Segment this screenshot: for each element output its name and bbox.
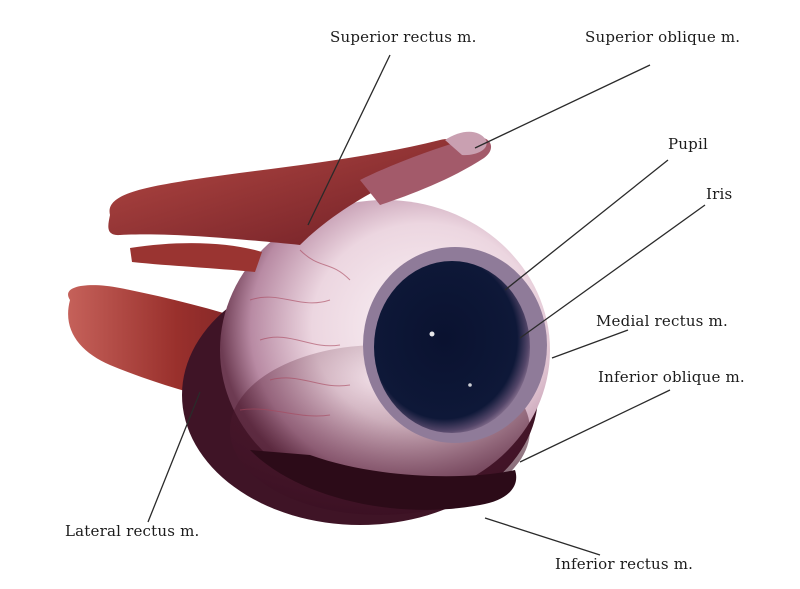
pupil-highlight (430, 332, 435, 337)
label-superior-oblique: Superior oblique m. (585, 28, 740, 46)
label-superior-rectus: Superior rectus m. (330, 28, 477, 46)
label-lateral-rectus: Lateral rectus m. (65, 522, 199, 540)
pupil-highlight-2 (468, 383, 472, 387)
label-medial-rectus: Medial rectus m. (596, 312, 728, 330)
leader-superior-oblique (475, 65, 650, 148)
label-inferior-rectus: Inferior rectus m. (555, 555, 693, 573)
leader-pupil (505, 160, 668, 290)
label-iris: Iris (706, 185, 732, 203)
muscle-strip (130, 243, 262, 272)
leader-medial-rectus (552, 330, 628, 358)
pupil (374, 261, 530, 433)
label-pupil: Pupil (668, 135, 708, 153)
label-inferior-oblique: Inferior oblique m. (598, 368, 745, 386)
leader-inferior-oblique (520, 390, 670, 462)
leader-lateral-rectus (148, 392, 200, 522)
leader-inferior-rectus (485, 518, 600, 555)
